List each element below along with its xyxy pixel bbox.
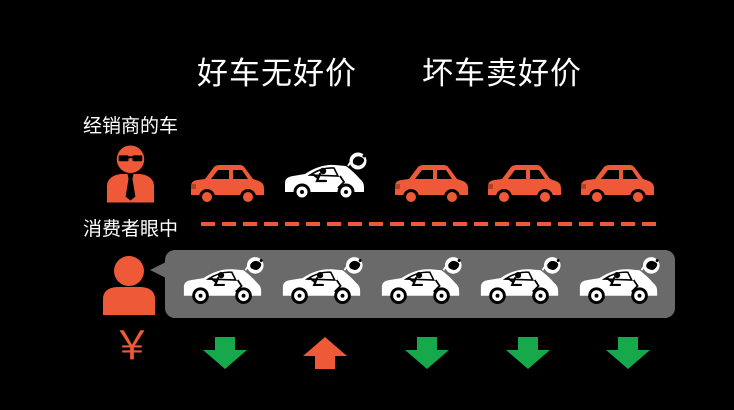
speech-bubble-tail	[150, 262, 166, 278]
price-down-arrow-icon	[203, 337, 247, 369]
dealer-cars-label: 经销商的车	[83, 115, 179, 137]
dealer-person-icon	[103, 143, 158, 203]
consumer-view-label: 消费者眼中	[83, 218, 179, 240]
good-car-icon	[187, 162, 267, 206]
dashed-divider	[201, 222, 661, 226]
lemon-car-icon	[377, 256, 465, 308]
lemon-car-icon	[179, 256, 267, 308]
title-good-car-no-good-price: 好车无好价	[197, 56, 357, 92]
lemon-car-icon	[476, 256, 564, 308]
yen-price-icon: ￥	[112, 323, 152, 369]
good-car-icon	[484, 162, 564, 206]
good-car-icon	[577, 162, 657, 206]
lemon-car-icon	[575, 256, 663, 308]
lemon-car-icon	[278, 256, 366, 308]
good-car-icon	[391, 162, 471, 206]
title-bad-car-sells-good-price: 坏车卖好价	[422, 56, 582, 92]
price-down-arrow-icon	[506, 337, 550, 369]
price-down-arrow-icon	[606, 337, 650, 369]
lemon-car-icon	[280, 148, 370, 208]
consumer-person-icon	[101, 253, 157, 317]
price-down-arrow-icon	[405, 337, 449, 369]
price-up-arrow-icon	[303, 337, 347, 369]
